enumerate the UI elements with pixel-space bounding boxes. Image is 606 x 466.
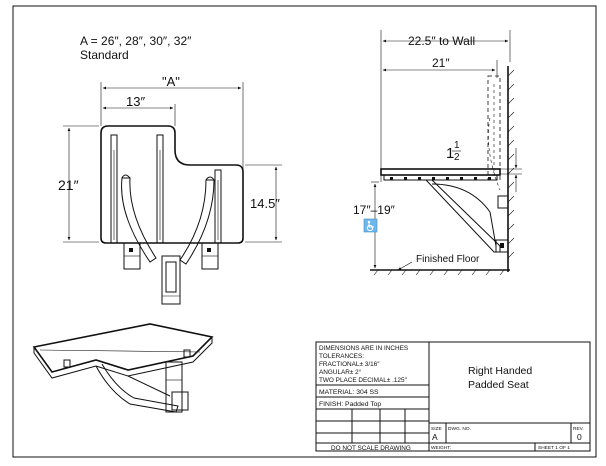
angular-tolerance: ANGULAR± 2° xyxy=(319,368,362,376)
wheelchair-icon xyxy=(363,218,378,233)
seat-thickness-whole: 1 xyxy=(446,145,454,162)
drawing-title-line1: Right Handed xyxy=(468,365,532,377)
sheet-border xyxy=(12,5,597,458)
rev-label: REV. xyxy=(573,426,584,432)
size-value: A xyxy=(432,432,438,442)
to-wall-label: 22.5″ to Wall xyxy=(408,34,475,48)
size-options-note: A = 26″, 28″, 30″, 32″ xyxy=(80,34,192,48)
dim-21-side-label: 21″ xyxy=(432,56,450,70)
rev-value: 0 xyxy=(577,432,582,442)
weight-label: WEIGHT: xyxy=(431,445,451,451)
finished-floor-label: Finished Floor xyxy=(416,254,480,265)
seat-thickness-denominator: 2 xyxy=(454,152,460,163)
drawing-title-line2: Padded Seat xyxy=(468,379,529,391)
size-label: SIZE xyxy=(431,426,442,432)
fractional-tolerance: FRACTIONAL± 3/16″ xyxy=(319,361,380,368)
dim-13-label: 13″ xyxy=(126,94,145,109)
seat-height-label: 17″–19″ xyxy=(353,203,396,217)
seat-thickness-numerator: 1 xyxy=(454,140,460,151)
standard-note: Standard xyxy=(80,48,129,62)
dimensions-note: DIMENSIONS ARE IN INCHES xyxy=(319,345,408,352)
dim-145-label: 14.5″ xyxy=(250,196,280,211)
dim-a-label: "A" xyxy=(162,74,180,89)
finish-field: FINISH: Padded Top xyxy=(319,401,381,408)
title-block: DIMENSIONS ARE IN INCHES TOLERANCES: FRA… xyxy=(315,341,591,452)
dim-21-front-label: 21″ xyxy=(58,177,79,193)
material-field: MATERIAL: 304 SS xyxy=(319,389,379,396)
tolerances-label: TOLERANCES: xyxy=(319,353,364,360)
no-scale-note: DO NOT SCALE DRAWING xyxy=(331,445,411,452)
decimal-tolerance: TWO PLACE DECIMAL± .125″ xyxy=(319,377,408,384)
front-view: "A" 13″ 21″ 14.5″ xyxy=(58,74,282,305)
isometric-view xyxy=(32,323,214,413)
side-view: 22.5″ to Wall 21″ xyxy=(353,30,522,276)
dwg-no-label: DWG. NO. xyxy=(448,426,471,432)
sheet-count: SHEET 1 OF 1 xyxy=(538,445,570,451)
